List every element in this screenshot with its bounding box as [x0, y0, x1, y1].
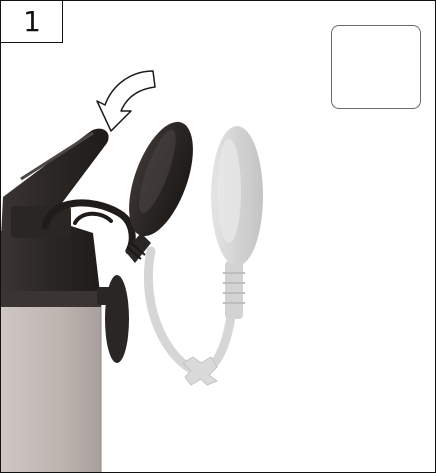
hose-connector: [97, 275, 129, 363]
curved-arrow-icon: [97, 71, 155, 131]
hand-icon-box: [331, 25, 421, 109]
sprayer-tank: [1, 226, 101, 473]
step-number-box: 1: [1, 1, 63, 43]
step-number: 1: [1, 3, 63, 41]
pump-lid: [1, 129, 109, 238]
